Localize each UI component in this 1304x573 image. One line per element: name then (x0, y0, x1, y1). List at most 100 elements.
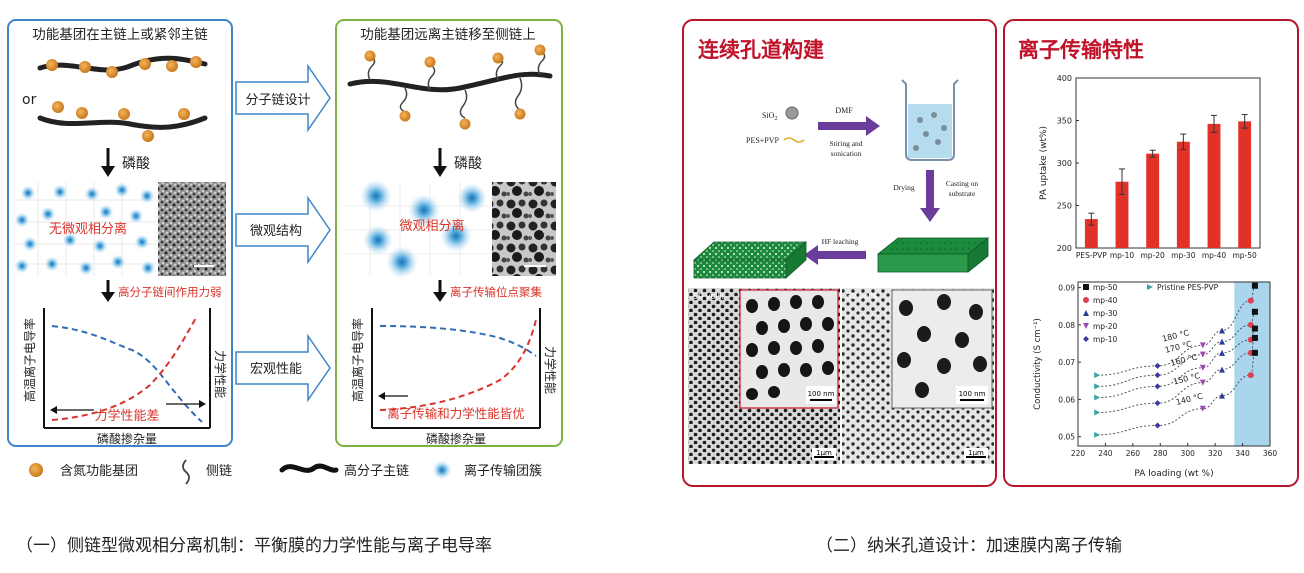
dmf-label: DMF (835, 106, 853, 115)
box2-title: 功能基团远离主链移至侧链上 (360, 26, 536, 43)
scatter-point (1219, 349, 1225, 356)
down-arrow-acid-2 (433, 148, 447, 177)
graph2-ylabel: 高温离子电导率 (350, 318, 365, 402)
scatter-point (1251, 308, 1258, 315)
scatter-legend-label: mp-50 (1093, 283, 1118, 292)
scatter-point (1251, 325, 1258, 332)
sonication-label: sonication (831, 149, 862, 158)
bar (1207, 123, 1221, 248)
scatter-legend-label: mp-10 (1093, 335, 1118, 344)
legend-label-ion-cluster: 离子传输团簇 (464, 463, 542, 479)
main-chain-polymer-2 (37, 101, 208, 142)
scatter-x-tick-label: 220 (1071, 449, 1086, 458)
scatter-x-tick-label: 320 (1208, 449, 1223, 458)
bar-category-label: mp-50 (1233, 251, 1258, 260)
right-caption: （二）纳米孔道设计：加速膜内离子传输 (816, 536, 1122, 556)
scatter-legend-marker (1083, 323, 1089, 329)
cast-film-block (876, 237, 990, 273)
polymer-solution-icon (783, 137, 805, 143)
scatter-point (1247, 372, 1254, 379)
bar (1176, 141, 1190, 248)
scatter-legend-label: mp-20 (1093, 322, 1118, 331)
process-arrow-hf-leaching (804, 245, 866, 265)
temperature-fit-line (1097, 328, 1256, 398)
main-chain-polymer-1 (37, 55, 208, 78)
scatter-x-tick-label: 240 (1098, 449, 1113, 458)
scatter-point (1219, 366, 1225, 373)
scatter-point (1251, 334, 1258, 341)
scatter-y-tick-label: 0.09 (1058, 284, 1075, 293)
sio2-label: SiO2 (762, 111, 777, 122)
scatter-point (1199, 405, 1206, 412)
scatter-point (1199, 342, 1206, 349)
arrow-label-molecular-design: 分子链设计 (245, 93, 310, 108)
drying-label: Drying (893, 183, 914, 192)
graph2-note: 离子传输和力学性能皆优 (387, 406, 525, 421)
scatter-x-tick-label: 360 (1263, 449, 1278, 458)
scatter-point (1094, 394, 1101, 401)
scatter-legend-marker (1083, 284, 1089, 290)
bar-y-tick-label: 250 (1057, 202, 1072, 211)
no-phase-separation-label: 无微观相分离 (49, 221, 127, 237)
sem1-inset-scale: 100 nm (808, 390, 835, 398)
ion-cluster-label: 离子传输位点聚集 (450, 285, 542, 299)
scatter-point (1247, 297, 1254, 304)
tem-image-1 (158, 182, 226, 276)
left-caption: （一）侧链型微观相分离机制：平衡膜的力学性能与离子电导率 (16, 536, 492, 556)
channel-construction-title: 连续孔道构建 (698, 38, 824, 62)
scatter-point (1154, 362, 1161, 369)
scatter-x-tick-label: 280 (1153, 449, 1168, 458)
legend-main-chain-icon (279, 463, 339, 473)
scatter-point (1094, 431, 1101, 438)
scatter-legend-marker (1083, 336, 1089, 342)
graph1-note: 力学性能差 (94, 408, 159, 424)
acid-label-1: 磷酸 (122, 156, 150, 172)
bar-y-tick-label: 300 (1057, 159, 1072, 168)
scatter-point (1199, 351, 1206, 358)
scatter-point (1219, 392, 1225, 399)
scatter-x-tick-label: 340 (1235, 449, 1250, 458)
legend-side-chain-icon (182, 459, 190, 485)
phase-separation-illustration (342, 181, 490, 277)
scatter-point (1094, 372, 1101, 379)
scatter-legend-label: Pristine PES-PVP (1157, 283, 1219, 292)
scatter-legend-marker (1147, 284, 1153, 290)
bar-y-tick-label: 400 (1057, 74, 1072, 83)
scatter-ylabel: Conductivity (S cm⁻¹) (1033, 318, 1043, 410)
hf-leaching-label: HF leaching (822, 237, 859, 246)
temperature-fit-line (1097, 337, 1256, 413)
legend-nitrogen-group-icon (29, 463, 43, 477)
arrow-molecular-design (235, 63, 331, 133)
scatter-legend-marker (1083, 297, 1089, 303)
legend-label-nitrogen: 含氮功能基团 (60, 463, 138, 479)
property-graph-2 (371, 308, 541, 429)
scatter-xlabel: PA loading (wt %) (1134, 469, 1213, 479)
scatter-point (1199, 379, 1206, 386)
sio2-particle-icon (785, 106, 799, 120)
bar (1084, 219, 1098, 248)
scatter-y-tick-label: 0.05 (1058, 433, 1075, 442)
bar-category-label: mp-40 (1202, 251, 1227, 260)
arrow-microstructure (235, 195, 331, 265)
scatter-x-tick-label: 300 (1181, 449, 1196, 458)
stirring-label: Stiring and (829, 139, 862, 148)
scatter-point (1154, 400, 1161, 407)
scatter-legend-label: mp-40 (1093, 296, 1118, 305)
scatter-y-tick-label: 0.08 (1058, 321, 1075, 330)
scatter-point (1251, 349, 1258, 356)
casting-label: Casting on (946, 179, 979, 188)
bar-category-label: PES-PVP (1076, 251, 1107, 260)
down-arrow-cluster (433, 280, 447, 302)
scatter-x-tick-label: 260 (1126, 449, 1141, 458)
property-graph-1 (43, 308, 211, 429)
legend-ion-cluster-icon (433, 461, 451, 479)
scatter-point (1251, 282, 1258, 289)
side-chain-polymer (347, 44, 553, 130)
beaker-icon (901, 79, 959, 161)
bar (1115, 181, 1129, 248)
bar-chart-ylabel: PA uptake (wt%) (1039, 126, 1049, 200)
box1-title: 功能基团在主链上或紧邻主链 (32, 26, 208, 43)
bar (1146, 153, 1160, 248)
graph2-xlabel: 磷酸掺杂量 (426, 431, 486, 446)
